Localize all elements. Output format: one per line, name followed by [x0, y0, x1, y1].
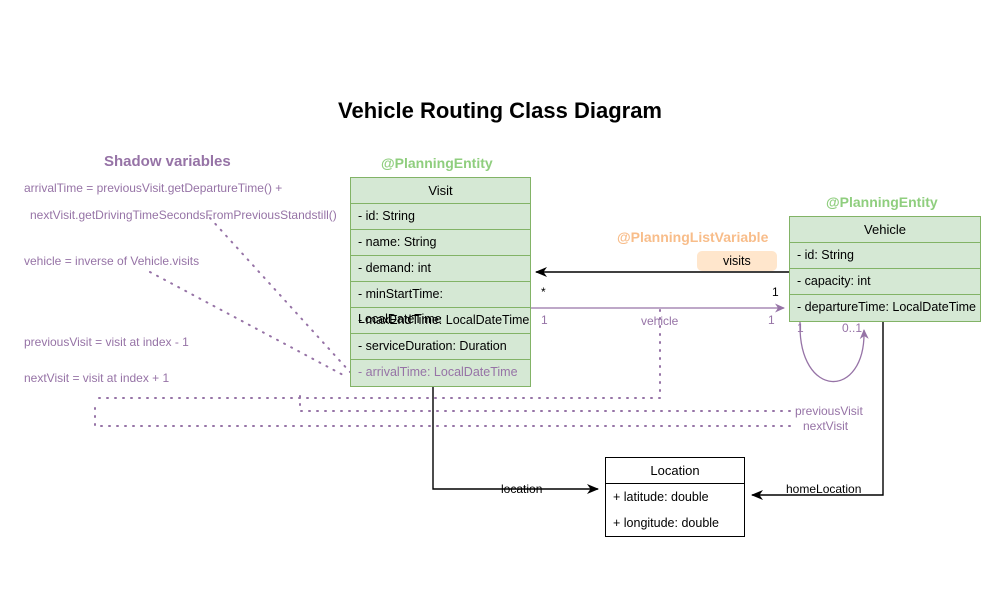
visit-attr-arrival-time: - arrivalTime: LocalDateTime — [358, 365, 518, 379]
vehicle-stereotype: @PlanningEntity — [826, 194, 938, 210]
shadow-note-arrival-2: nextVisit.getDrivingTimeSecondsFromPrevi… — [30, 208, 337, 222]
edge-location — [432, 384, 599, 494]
visit-attr-max-end-time: - maxEndTime: LocalDateTime — [351, 308, 530, 334]
page-title: Vehicle Routing Class Diagram — [338, 98, 662, 123]
edge-arrival-time-note — [149, 217, 351, 377]
visits-target-multiplicity: 1 — [772, 285, 779, 299]
vehicle-attr-capacity: - capacity: int — [790, 269, 980, 295]
visit-attr-demand: - demand: int — [351, 256, 530, 282]
location-class-name: Location — [606, 458, 744, 484]
location-attr-latitude: + latitude: double — [613, 490, 709, 504]
shadow-note-arrival-1: arrivalTime = previousVisit.getDeparture… — [24, 181, 283, 195]
vehicle-class-name: Vehicle — [790, 217, 980, 243]
location-edge-label: location — [501, 482, 543, 496]
visit-class-name: Visit — [351, 178, 530, 204]
next-visit-edge-label: nextVisit — [803, 419, 849, 433]
vehicle-source-multiplicity: 1 — [541, 313, 548, 327]
vehicle-attr-id: - id: String — [790, 243, 980, 269]
visit-attr-name: - name: String — [351, 230, 530, 256]
shadow-variables-heading: Shadow variables — [104, 153, 231, 170]
self-loop-source-multiplicity: 1 — [797, 321, 804, 335]
visit-stereotype: @PlanningEntity — [381, 155, 493, 171]
shadow-note-next-visit: nextVisit = visit at index + 1 — [24, 371, 170, 385]
home-location-edge-label: homeLocation — [786, 482, 862, 496]
visit-attr-min-start-time: - minStartTime: LocalDateTime — [351, 282, 530, 326]
previous-visit-edge-label: previousVisit — [795, 404, 863, 418]
planning-list-variable-stereotype: @PlanningListVariable — [617, 229, 769, 245]
vehicle-attr-departure-time: - departureTime: LocalDateTime — [797, 300, 977, 314]
shadow-note-vehicle: vehicle = inverse of Vehicle.visits — [24, 254, 200, 268]
visits-source-multiplicity: * — [541, 285, 546, 299]
class-box-visit[interactable]: Visit - id: String - name: String - dema… — [350, 177, 531, 387]
vehicle-edge-label: vehicle — [641, 314, 679, 328]
vehicle-target-multiplicity: 1 — [768, 313, 775, 327]
class-box-location[interactable]: Location + latitude: double + longitude:… — [605, 457, 745, 537]
visit-attr-service-duration: - serviceDuration: Duration — [351, 334, 530, 360]
location-attr-longitude: + longitude: double — [613, 516, 719, 530]
visits-edge-label: visits — [697, 251, 777, 271]
shadow-note-previous-visit: previousVisit = visit at index - 1 — [24, 335, 189, 349]
class-box-vehicle[interactable]: Vehicle - id: String - capacity: int - d… — [789, 216, 981, 322]
visit-attr-id: - id: String — [351, 204, 530, 230]
self-loop-target-multiplicity: 0..1 — [842, 321, 863, 335]
